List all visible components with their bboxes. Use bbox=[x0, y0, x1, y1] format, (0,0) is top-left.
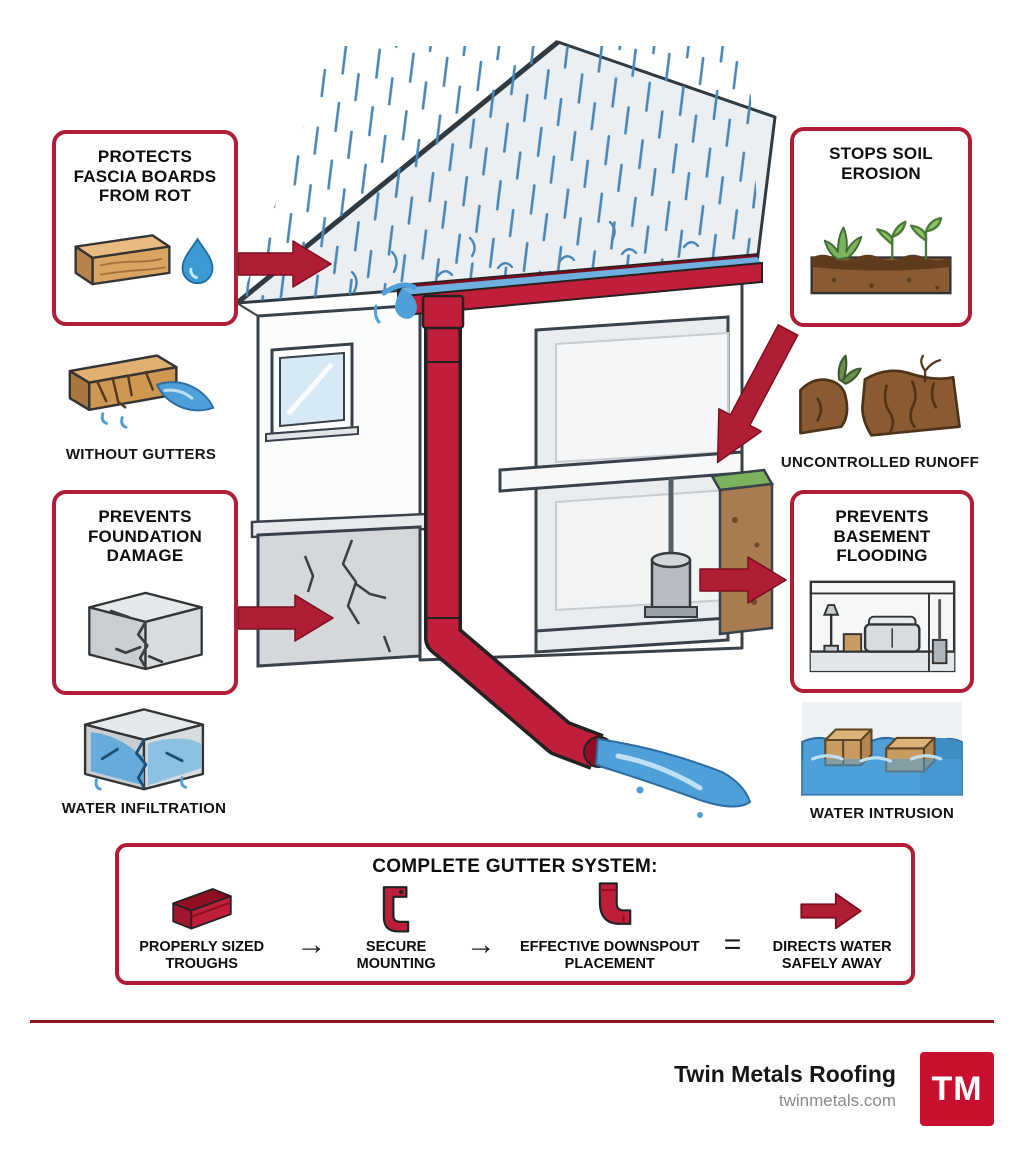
red-arrow-icon bbox=[800, 892, 862, 930]
arrow-to-foundation bbox=[237, 594, 334, 642]
caption-uncontrolled-runoff: UNCONTROLLED RUNOFF bbox=[780, 454, 980, 472]
sump-pit bbox=[927, 593, 947, 671]
footer-divider bbox=[30, 1020, 994, 1023]
gable-wall bbox=[236, 302, 422, 532]
callout-basement: PREVENTS BASEMENT FLOODING bbox=[790, 490, 974, 693]
flow-arrow: → bbox=[465, 928, 496, 962]
eroded-soil-icon bbox=[799, 354, 961, 437]
arrow-to-soil bbox=[716, 324, 799, 464]
step-directs-water: DIRECTS WATER SAFELY AWAY bbox=[753, 880, 911, 972]
callout-foundation: PREVENTS FOUNDATION DAMAGE bbox=[52, 490, 238, 695]
wood-board-and-droplet-icon bbox=[74, 233, 214, 285]
caption-water-intrusion: WATER INTRUSION bbox=[809, 804, 955, 822]
system-title: COMPLETE GUTTER SYSTEM: bbox=[372, 856, 658, 877]
callout-erosion-title: STOPS SOIL EROSION bbox=[829, 144, 933, 183]
figure-water-infiltration: WATER INFILTRATION bbox=[62, 698, 226, 817]
cracked-foundation-icon bbox=[87, 592, 203, 671]
flooded-basement-icon bbox=[801, 702, 963, 796]
floor-lamp bbox=[822, 603, 839, 653]
foundation-cracks bbox=[303, 539, 392, 653]
figure-without-gutters: WITHOUT GUTTERS bbox=[62, 342, 220, 463]
water-flow bbox=[595, 738, 751, 818]
window bbox=[265, 342, 359, 443]
step-downspout: EFFECTIVE DOWNSPOUT PLACEMENT bbox=[508, 880, 712, 972]
step-mounting: SECURE MOUNTING bbox=[338, 880, 453, 972]
downspout bbox=[421, 294, 615, 770]
website-url: twinmetals.com bbox=[778, 1091, 896, 1111]
complete-gutter-system-box: COMPLETE GUTTER SYSTEM: PROPERLY SIZED T… bbox=[115, 843, 915, 985]
soil-cross-section bbox=[709, 468, 775, 636]
tm-logo: TM bbox=[920, 1052, 994, 1126]
eave-drip bbox=[373, 282, 417, 324]
company-name: Twin Metals Roofing bbox=[674, 1061, 896, 1087]
connector-arrows bbox=[237, 240, 799, 642]
basement-room-icon bbox=[809, 580, 955, 672]
equals-sign: = bbox=[723, 928, 742, 962]
wet-cracked-foundation-icon bbox=[83, 708, 205, 791]
plants-in-soil-icon bbox=[810, 217, 952, 295]
downspout-elbow-icon bbox=[598, 882, 632, 925]
callout-fascia: PROTECTS FASCIA BOARDS FROM ROT bbox=[52, 130, 238, 326]
rain bbox=[240, 46, 760, 302]
gutter-bracket-icon bbox=[382, 886, 410, 933]
arrow-to-basement-box bbox=[699, 556, 787, 604]
rotting-wood-icon bbox=[68, 354, 214, 429]
sofa bbox=[863, 615, 921, 653]
foundation bbox=[250, 512, 428, 668]
gutter bbox=[397, 253, 763, 317]
caption-without-gutters: WITHOUT GUTTERS bbox=[65, 445, 217, 463]
roof-splashes bbox=[350, 220, 700, 294]
gutter-trough-icon bbox=[172, 888, 232, 930]
arrow-to-fascia bbox=[237, 240, 332, 288]
callout-erosion: STOPS SOIL EROSION bbox=[790, 127, 972, 327]
house-interior bbox=[498, 315, 744, 654]
caption-water-infiltration: WATER INFILTRATION bbox=[61, 800, 227, 817]
footer-text: Twin Metals Roofing twinmetals.com bbox=[674, 1061, 896, 1111]
sump-pump bbox=[644, 478, 698, 618]
callout-foundation-title: PREVENTS FOUNDATION DAMAGE bbox=[87, 507, 203, 566]
callout-basement-title: PREVENTS BASEMENT FLOODING bbox=[833, 507, 931, 566]
step-troughs: PROPERLY SIZED TROUGHS bbox=[119, 880, 284, 972]
figure-water-intrusion: WATER INTRUSION bbox=[796, 698, 968, 822]
flow-arrow: → bbox=[296, 928, 327, 962]
callout-fascia-title: PROTECTS FASCIA BOARDS FROM ROT bbox=[73, 147, 217, 206]
figure-uncontrolled-runoff: UNCONTROLLED RUNOFF bbox=[781, 345, 979, 471]
side-table bbox=[842, 632, 862, 653]
